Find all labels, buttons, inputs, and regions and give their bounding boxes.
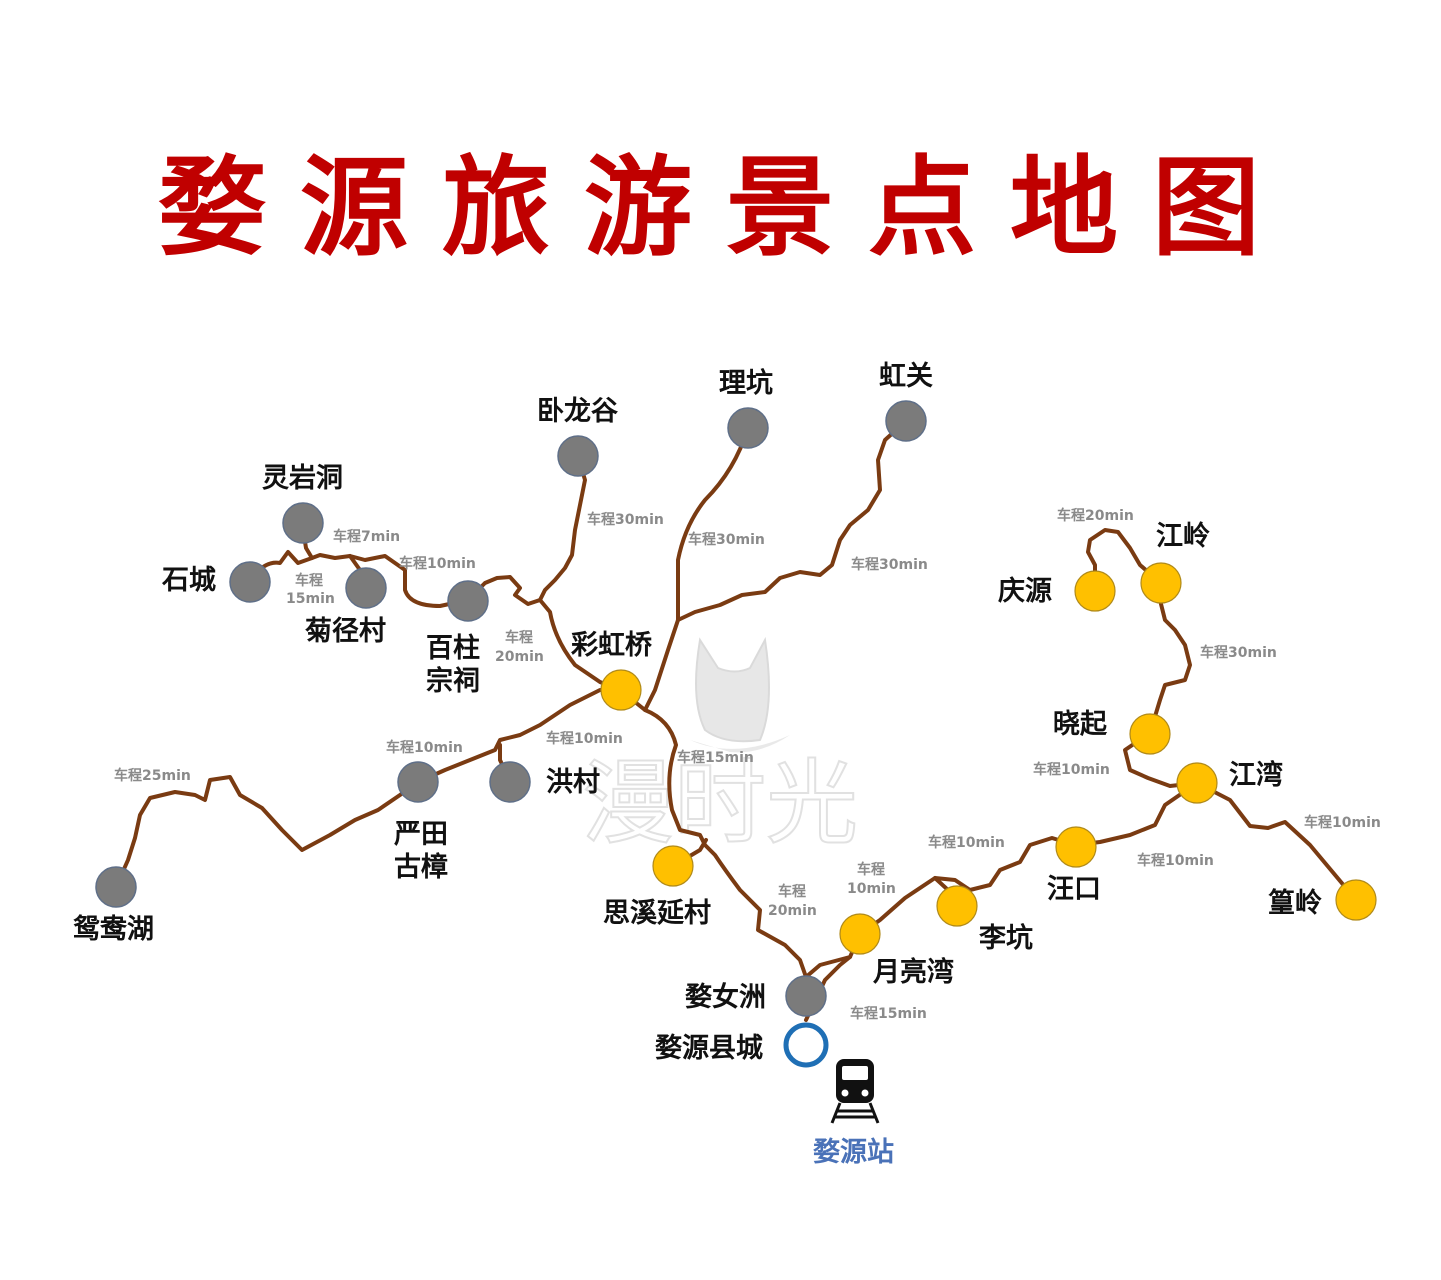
label-likeng-north: 理坑 [719, 367, 773, 399]
road-wolong [538, 454, 587, 602]
road-likeng [643, 426, 750, 712]
map-title: 婺源旅游景点地图 [158, 146, 1294, 271]
road-hongguan [676, 419, 908, 622]
spot-sixiyancun[interactable] [652, 845, 694, 887]
train-icon[interactable] [830, 1059, 880, 1124]
spot-yueliangwan[interactable] [839, 913, 881, 955]
spot-yantian[interactable] [397, 761, 439, 803]
spot-qingyuan[interactable] [1074, 570, 1116, 612]
spot-baizhu[interactable] [447, 580, 489, 622]
spot-hongguan[interactable] [885, 400, 927, 442]
time-baizhu-b: 20min [495, 649, 544, 665]
spot-huangling[interactable] [1335, 879, 1377, 921]
time-shicheng-b: 15min [286, 591, 335, 607]
label-shicheng: 石城 [161, 565, 216, 596]
label-yuanyanghu: 鸳鸯湖 [73, 913, 154, 945]
time-wunv-b: 20min [768, 903, 817, 919]
label-county-town: 婺源县城 [655, 1033, 763, 1064]
spot-wunvzhou[interactable] [785, 975, 827, 1017]
time-wolong: 车程30min [587, 511, 664, 528]
time-hongcun: 车程10min [546, 730, 623, 747]
spot-jiangwan[interactable] [1176, 762, 1218, 804]
time-yueliang: 车程15min [850, 1005, 927, 1022]
time-huangling: 车程10min [1304, 814, 1381, 831]
watermark-text: 漫时光 [582, 750, 858, 857]
road-yuanyang [114, 775, 420, 889]
spot-likeng-north[interactable] [727, 407, 769, 449]
label-caihongqiao: 彩虹桥 [571, 630, 652, 661]
watermark: 漫时光 [581, 636, 859, 858]
time-sixi: 车程15min [677, 749, 754, 766]
spot-likeng-south[interactable] [936, 885, 978, 927]
label-wolonggu: 卧龙谷 [537, 396, 619, 427]
time-jiangwan-wk: 车程10min [1137, 852, 1214, 869]
road-baizhu-caihong [466, 575, 622, 692]
label-yantian-2: 古樟 [394, 851, 448, 883]
time-likeng-a: 车程 [857, 861, 885, 878]
label-wunvzhou: 婺女洲 [685, 981, 766, 1013]
label-hongcun: 洪村 [546, 767, 600, 798]
spot-wangkou[interactable] [1055, 826, 1097, 868]
time-hongguan: 车程30min [851, 556, 928, 573]
label-jujingcun: 菊径村 [305, 616, 386, 647]
spot-jiangling[interactable] [1140, 562, 1182, 604]
label-sixiyancun: 思溪延村 [603, 898, 711, 929]
time-juj-baizhu: 车程10min [399, 555, 476, 572]
station-label: 婺源站 [813, 1137, 894, 1168]
label-yantian-1: 严田 [394, 819, 448, 850]
travel-times: 车程7min 车程 15min 车程10min 车程30min 车程30min … [114, 507, 1381, 1022]
spot-labels: 灵岩洞 石城 菊径村 百柱 宗祠 卧龙谷 理坑 虹关 彩虹桥 洪村 严田 古樟 … [73, 361, 1322, 1064]
gray-spots [95, 400, 927, 1017]
time-likeng-b: 10min [847, 881, 896, 897]
label-jiangling: 江岭 [1156, 521, 1210, 552]
spot-jujingcun[interactable] [345, 567, 387, 609]
time-lingyan-juj: 车程7min [333, 528, 400, 545]
label-lingyandong: 灵岩洞 [262, 463, 343, 494]
deer-logo-icon [695, 636, 770, 743]
road-huangling [1195, 781, 1358, 902]
label-hongguan: 虹关 [879, 361, 933, 392]
label-wangkou: 汪口 [1047, 874, 1101, 905]
time-likeng: 车程30min [688, 531, 765, 548]
label-huangling: 篁岭 [1268, 887, 1322, 919]
label-baizhu-1: 百柱 [426, 633, 480, 664]
time-wangkou-lk: 车程10min [928, 834, 1005, 851]
label-qingyuan: 庆源 [998, 575, 1052, 607]
road-caihong-main [618, 688, 808, 979]
spot-wolonggu[interactable] [557, 435, 599, 477]
spot-xiaoqi[interactable] [1129, 713, 1171, 755]
label-jiangwan: 江湾 [1229, 759, 1283, 791]
road-jiangwan-xiaoqi [1123, 581, 1199, 788]
label-xiaoqi: 晓起 [1053, 709, 1108, 740]
road-qingyuan [1086, 528, 1163, 593]
spot-yuanyanghu[interactable] [95, 866, 137, 908]
road-yantian-caihong [416, 688, 622, 784]
label-yueliangwan: 月亮湾 [872, 956, 954, 988]
spot-lingyandong[interactable] [282, 502, 324, 544]
spot-caihongqiao[interactable] [600, 669, 642, 711]
time-xiaoqi: 车程10min [1033, 761, 1110, 778]
time-qingyuan: 车程20min [1057, 507, 1134, 524]
spot-shicheng[interactable] [229, 561, 271, 603]
time-yantian: 车程10min [386, 739, 463, 756]
label-baizhu-2: 宗祠 [426, 665, 480, 697]
label-likeng-south: 李坑 [978, 922, 1033, 954]
time-baizhu-a: 车程 [505, 629, 533, 646]
spot-hongcun[interactable] [489, 761, 531, 803]
time-wunv-a: 车程 [778, 883, 806, 900]
time-shicheng-a: 车程 [295, 572, 323, 589]
time-yuanyang: 车程25min [114, 767, 191, 784]
yellow-spots [600, 562, 1377, 955]
time-jiangling: 车程30min [1200, 644, 1277, 661]
spot-county-town[interactable] [783, 1022, 829, 1068]
